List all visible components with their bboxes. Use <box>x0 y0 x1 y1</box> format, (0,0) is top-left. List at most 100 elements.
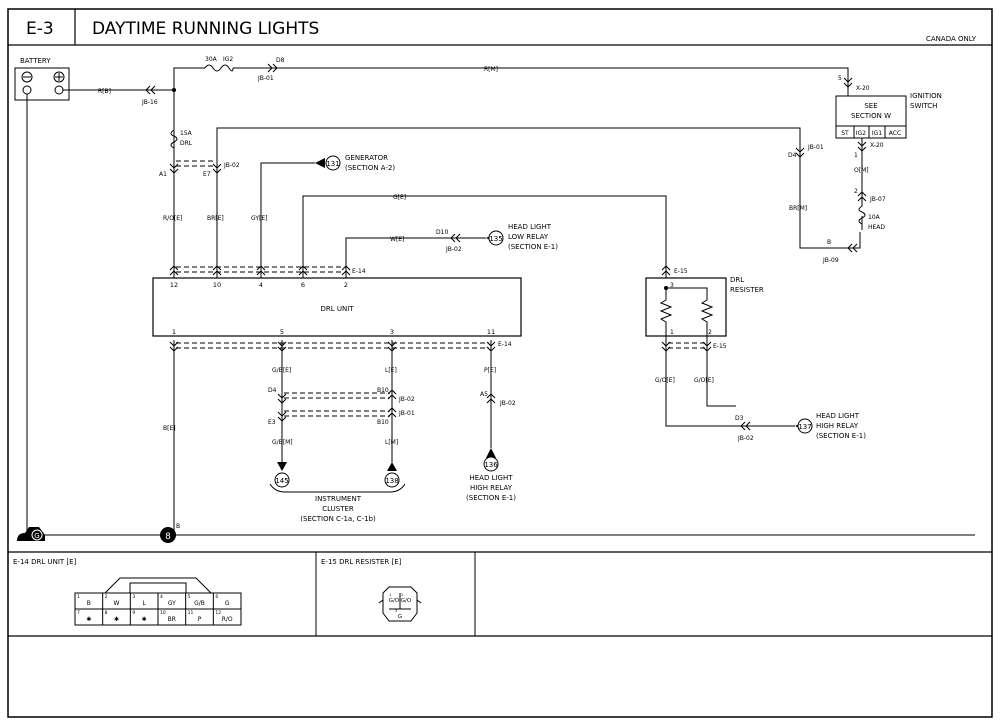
svg-text:X-20: X-20 <box>856 85 870 92</box>
svg-text:D3: D3 <box>735 415 744 422</box>
svg-text:D10: D10 <box>436 229 448 236</box>
splice-dot <box>172 88 176 92</box>
svg-text:B[E]: B[E] <box>163 425 176 432</box>
svg-text:JB-01: JB-01 <box>257 75 274 82</box>
svg-text:JB-02: JB-02 <box>398 396 415 403</box>
svg-text:L[M]: L[M] <box>385 439 398 446</box>
svg-text:DRL: DRL <box>180 140 193 147</box>
e14-pin-number: 12 <box>215 610 221 616</box>
e15-panel-title: E-15 DRL RESISTER [E] <box>321 558 402 566</box>
svg-text:3: 3 <box>670 282 674 289</box>
svg-text:E-14: E-14 <box>498 341 512 348</box>
svg-text:1: 1 <box>854 152 858 159</box>
svg-text:135: 135 <box>489 235 502 243</box>
svg-text:E-15: E-15 <box>674 268 688 275</box>
svg-text:131: 131 <box>326 160 339 168</box>
ref-instrument-cluster: 145 138 INSTRUMENT CLUSTER (SECTION C-1a… <box>269 462 406 523</box>
svg-text:IG1: IG1 <box>872 130 882 137</box>
diagram-code: E-3 <box>26 19 54 39</box>
svg-text:B: B <box>176 523 180 530</box>
drl-resister: DRL RESISTER 3 1 2 <box>645 276 764 340</box>
svg-text:5: 5 <box>838 75 842 82</box>
svg-text:JB-02: JB-02 <box>445 246 462 253</box>
fuse-10a-head: 10A HEAD <box>858 205 885 231</box>
e14-pin-number: 1 <box>77 594 80 600</box>
e14-pin-wire: G <box>225 600 230 607</box>
ignition-switch: SEE SECTION W ST IG2 IG1 ACC IGNITION SW… <box>835 92 942 139</box>
ref-high-relay-bottom: 136 HEAD LIGHT HIGH RELAY (SECTION E-1) <box>466 448 516 502</box>
e14-pin-number: 10 <box>160 610 166 616</box>
svg-text:HEAD LIGHT: HEAD LIGHT <box>816 412 860 420</box>
svg-text:P[E]: P[E] <box>484 367 496 374</box>
svg-text:30A: 30A <box>205 56 218 63</box>
svg-text:A5: A5 <box>480 391 488 398</box>
svg-text:1: 1 <box>172 328 176 336</box>
svg-text:(SECTION E-1): (SECTION E-1) <box>466 494 516 502</box>
e14-pin-wire: GY <box>168 600 176 607</box>
drl-unit: DRL UNIT 12 10 4 6 2 1 5 3 11 <box>152 277 522 337</box>
svg-text:2: 2 <box>344 281 348 289</box>
svg-text:JB-16: JB-16 <box>141 99 158 106</box>
svg-text:W[E]: W[E] <box>390 236 404 243</box>
e14-pin-number: 3 <box>132 594 135 600</box>
svg-text:2: 2 <box>854 188 858 195</box>
svg-text:136: 136 <box>484 461 498 469</box>
e14-pin-number: 8 <box>105 610 108 616</box>
svg-text:(SECTION E-1): (SECTION E-1) <box>508 243 558 251</box>
svg-text:R[B]: R[B] <box>98 88 111 95</box>
svg-text:HEAD LIGHT: HEAD LIGHT <box>469 474 513 482</box>
e14-pin-number: 9 <box>132 610 135 616</box>
e14-pin-number: 7 <box>77 610 80 616</box>
svg-text:B10: B10 <box>377 387 389 394</box>
page-title: DAYTIME RUNNING LIGHTS <box>92 19 319 39</box>
svg-text:137: 137 <box>798 423 811 431</box>
e15-pin-number: 1 <box>389 593 391 597</box>
svg-text:HEAD: HEAD <box>868 224 885 231</box>
e15-pin-wire: G/O <box>389 598 400 604</box>
svg-text:HIGH RELAY: HIGH RELAY <box>470 484 513 492</box>
e14-pin-number: 5 <box>188 594 191 600</box>
e14-pin-number: 2 <box>105 594 108 600</box>
e14-pin-wire: ✱ <box>142 616 147 623</box>
svg-text:138: 138 <box>385 477 398 485</box>
e14-pin-wire: P <box>198 616 202 623</box>
wire-labels: R[B] R[M] R/O[E] BR[E] GY[E] G[E] W[E] B… <box>98 66 869 446</box>
fuse-30a: 30A IG2 <box>204 56 234 72</box>
svg-text:(SECTION E-1): (SECTION E-1) <box>816 432 866 440</box>
svg-text:GENERATOR: GENERATOR <box>345 154 388 162</box>
svg-text:D4: D4 <box>268 387 277 394</box>
svg-text:O[M]: O[M] <box>854 167 869 174</box>
svg-text:INSTRUMENT: INSTRUMENT <box>315 495 362 503</box>
svg-text:G/B[M]: G/B[M] <box>272 439 293 446</box>
svg-text:RESISTER: RESISTER <box>730 286 764 294</box>
svg-text:SWITCH: SWITCH <box>910 102 937 110</box>
connector-chevrons <box>145 63 867 431</box>
svg-text:10A: 10A <box>868 214 881 221</box>
svg-text:R/O[E]: R/O[E] <box>163 215 182 222</box>
e14-pin-number: 11 <box>188 610 194 616</box>
svg-text:JB-02: JB-02 <box>223 162 240 169</box>
svg-text:SEE: SEE <box>864 102 877 110</box>
svg-text:A1: A1 <box>159 171 167 178</box>
region-note: CANADA ONLY <box>926 35 977 43</box>
svg-text:JB-09: JB-09 <box>822 257 839 264</box>
svg-text:G: G <box>34 532 39 540</box>
battery-label: BATTERY <box>20 57 51 65</box>
e15-pin-wire: G <box>398 614 402 620</box>
svg-text:DRL UNIT: DRL UNIT <box>320 305 354 313</box>
e14-pin-wire: W <box>114 600 120 607</box>
svg-text:JB-02: JB-02 <box>499 400 516 407</box>
svg-text:5: 5 <box>280 328 284 336</box>
svg-text:(SECTION C-1a, C-1b): (SECTION C-1a, C-1b) <box>300 515 376 523</box>
svg-text:HIGH RELAY: HIGH RELAY <box>816 422 859 430</box>
sheet-frame <box>7 8 993 718</box>
e14-panel-title: E-14 DRL UNIT [E] <box>13 558 77 566</box>
e14-pin-wire: L <box>142 600 146 607</box>
e14-pin-wire: B <box>87 600 91 607</box>
svg-text:G/B[E]: G/B[E] <box>272 367 291 374</box>
wiring <box>26 67 975 536</box>
svg-text:X-20: X-20 <box>870 142 884 149</box>
svg-text:145: 145 <box>275 477 288 485</box>
